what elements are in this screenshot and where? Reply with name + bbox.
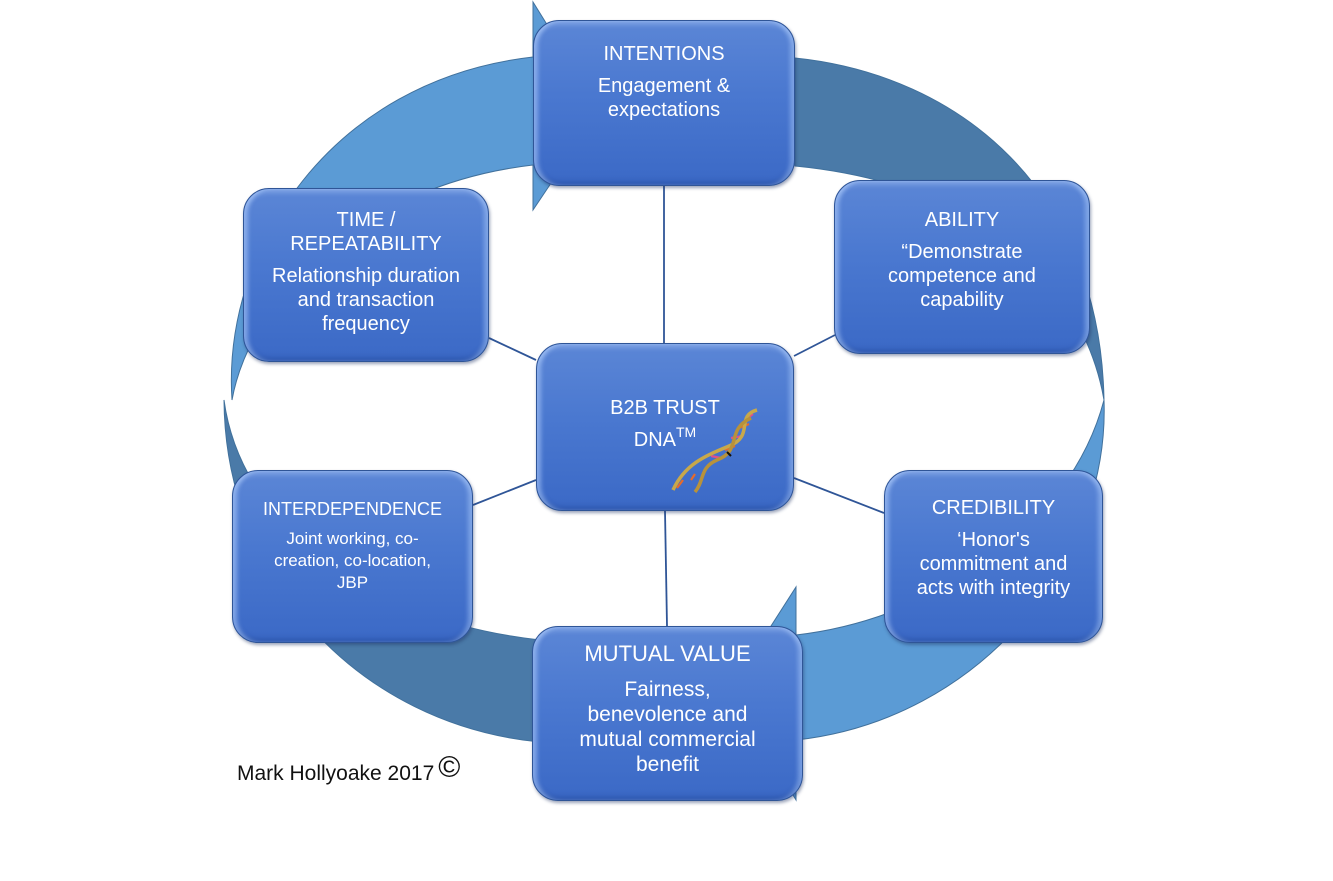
connector-interdependence [472,479,537,506]
node-title: ABILITY [924,209,1000,231]
connectors [472,186,885,627]
node-credibility: CREDIBILITY ‘Honor's commitment and acts… [884,470,1103,643]
node-title: INTERDEPENDENCE [262,498,443,519]
node-description: Relationship duration and transaction fr… [272,265,460,335]
node-description: ‘Honor's commitment and acts with integr… [916,528,1071,599]
copyright-icon: © [438,751,461,784]
trademark-mark: TM [676,424,697,440]
node-title: MUTUAL VALUE [584,640,751,666]
node-description: Fairness, benevolence and mutual commerc… [579,677,756,776]
connector-credibility [793,477,885,514]
node-mutual-value: MUTUAL VALUE Fairness, benevolence and m… [532,626,803,801]
node-center-b2b-trust-dna: B2B TRUST DNATM [536,343,794,511]
node-time-repeatability: TIME / REPEATABILITY Relationship durati… [243,188,489,362]
author-credit: Mark Hollyoake 2017© [237,751,461,785]
connector-mutual-value [664,510,668,627]
node-description: Joint working, co- creation, co-location… [274,528,431,592]
dna-helix-icon [671,408,758,494]
connector-ability [793,334,836,357]
node-title: INTENTIONS [603,43,725,65]
node-title: TIME / REPEATABILITY [290,209,442,255]
node-ability: ABILITY “Demonstrate competence and capa… [834,180,1090,354]
node-description: “Demonstrate competence and capability [888,241,1036,311]
node-title: CREDIBILITY [931,496,1056,519]
center-title: B2B TRUST DNATM [610,397,720,451]
node-interdependence: INTERDEPENDENCE Joint working, co- creat… [232,470,473,643]
connector-time [488,337,537,361]
node-description: Engagement & expectations [597,75,731,121]
node-intentions: INTENTIONS Engagement & expectations [533,20,795,186]
